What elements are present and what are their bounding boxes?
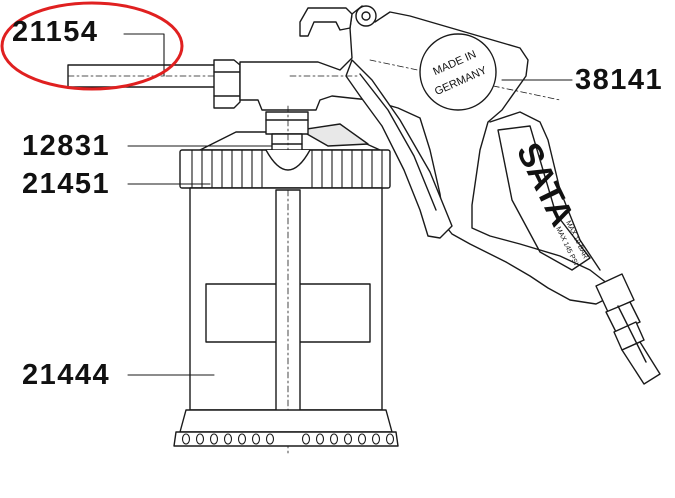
part-label-38141: 38141 — [575, 64, 664, 96]
leader-lines — [123, 33, 573, 376]
air-inlet-fitting — [595, 273, 661, 385]
part-label-21444: 21444 — [22, 359, 111, 391]
part-label-21451: 21451 — [22, 168, 111, 200]
suction-tube — [67, 59, 241, 109]
part-label-21154: 21154 — [12, 16, 99, 48]
cup-body — [173, 187, 399, 457]
part-label-12831: 12831 — [22, 130, 111, 162]
highlight-circle — [0, 1, 184, 91]
made-in-germany-seal — [419, 33, 497, 111]
cup-ring-nut — [179, 149, 391, 189]
brand-logo-text: SATA — [509, 137, 582, 232]
